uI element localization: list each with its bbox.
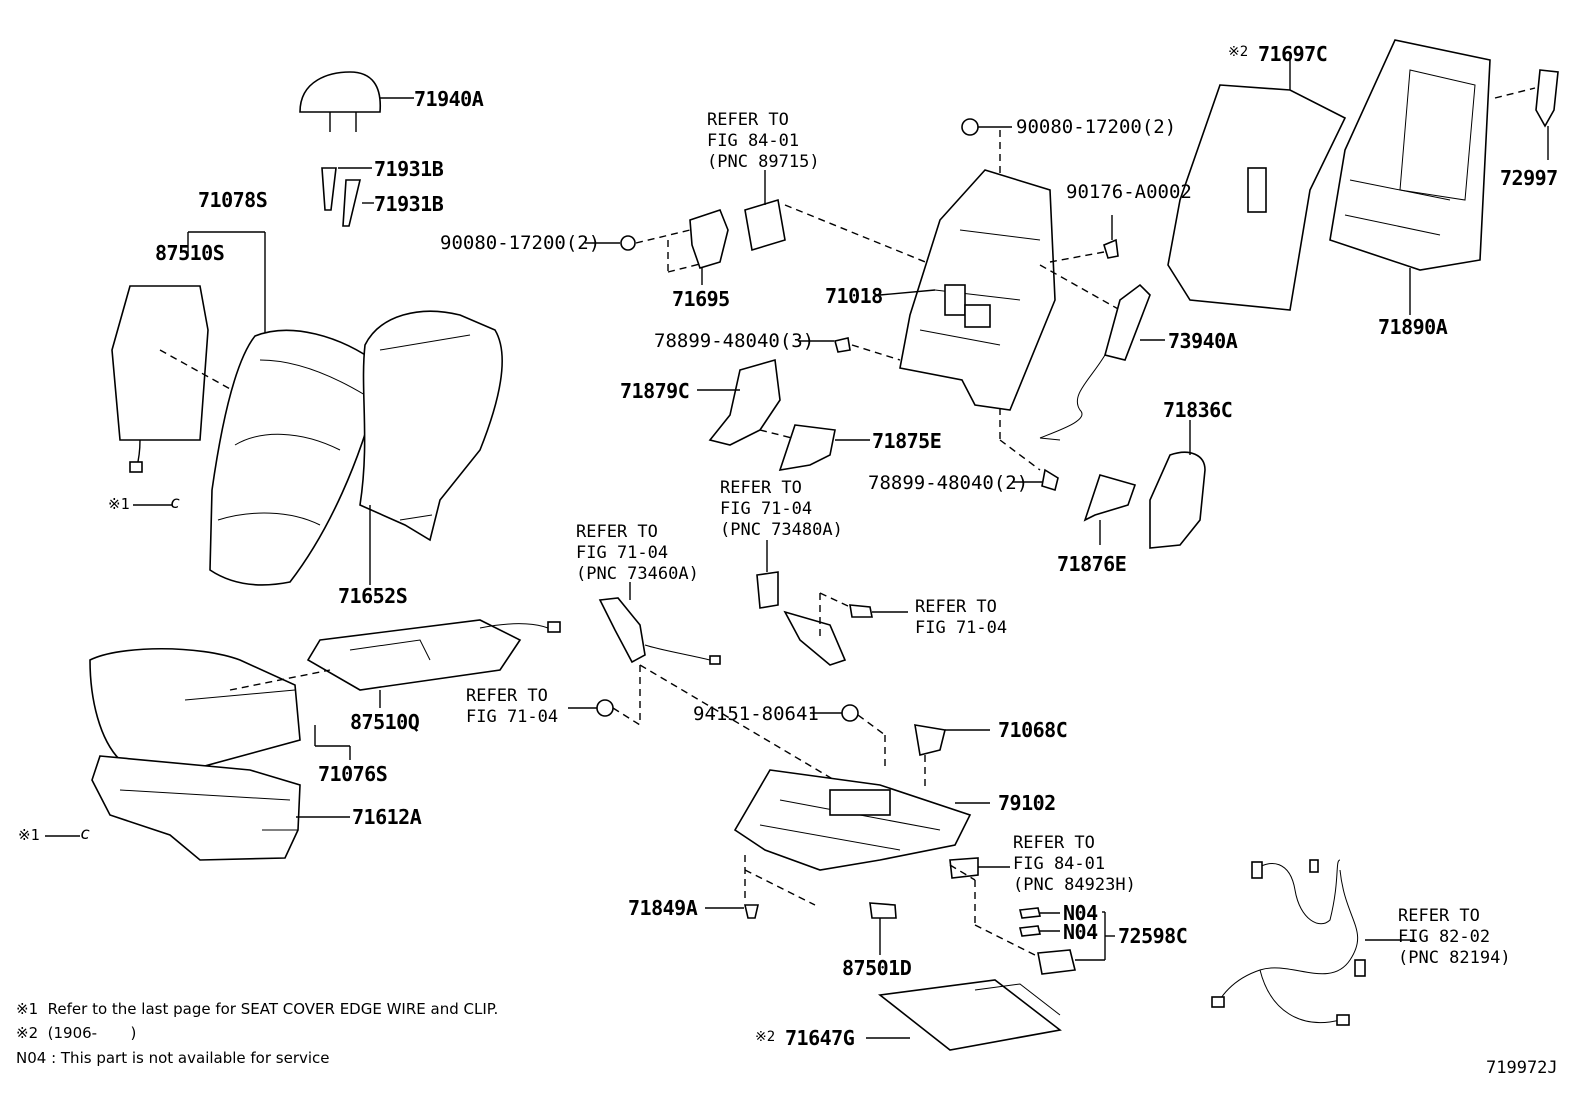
label-71068C: 71068C [998,718,1068,742]
label-90176: 90176-A0002 [1066,181,1192,203]
ref-fig-71-04-bolt[interactable]: REFER TO FIG 71-04 [915,597,1008,638]
label-79102: 79102 [998,791,1056,815]
label-71652S: 71652S [338,584,408,608]
label-N04-upper: N04 [1063,901,1098,925]
label-87501D: 87501D [842,956,912,980]
label-90080-top: 90080-17200(2) [1016,116,1177,138]
label-71695: 71695 [672,287,730,311]
ref-fig-71-04-pnc-73460A[interactable]: REFER TO FIG 71-04 (PNC 73460A) [576,522,699,584]
label-94151: 94151-80641 [693,703,819,725]
seatback-board [1167,84,1347,311]
seatback-frame-cover [359,310,504,542]
mark-x2-71647G: ※2 [755,1029,776,1045]
label-71647G: 71647G [785,1026,855,1050]
label-71876E: 71876E [1057,552,1127,576]
footnote-2: ※2 (1906- ) [16,1024,137,1042]
label-87510Q: 87510Q [350,710,420,734]
label-71078S: 71078S [198,188,268,212]
label-71890A: 71890A [1378,315,1448,339]
label-71875E: 71875E [872,429,942,453]
footnote-1: ※1 Refer to the last page for SEAT COVER… [16,1000,499,1018]
label-N04-lower: N04 [1063,920,1098,944]
label-73940A: 73940A [1168,329,1238,353]
mark-x1-cushion: ※1 [18,826,40,844]
headrest-guides [321,167,374,227]
clip-symbol-cushion: c [80,824,91,844]
label-71836C: 71836C [1163,398,1233,422]
label-71018: 71018 [825,284,883,308]
label-71879C: 71879C [620,379,690,403]
seat-cushion-pad [91,755,301,861]
seatback-frame [899,169,1056,411]
label-90080-left: 90080-17200(2) [440,232,601,254]
side-airbag [1039,283,1151,441]
ref-fig-82-02-pnc-82194[interactable]: REFER TO FIG 82-02 (PNC 82194) [1398,906,1511,968]
label-71931B-lower: 71931B [374,192,444,216]
seat-track [733,769,972,871]
label-78899-3: 78899-48040(3) [654,330,815,352]
ref-fig-84-01-pnc-84923H[interactable]: REFER TO FIG 84-01 (PNC 84923H) [1013,833,1136,895]
label-87510S: 87510S [155,241,225,265]
label-71612A: 71612A [352,805,422,829]
ref-fig-71-04-nut[interactable]: REFER TO FIG 71-04 [466,686,559,727]
wire-harness [1211,859,1366,1026]
headrest [299,71,414,132]
seat-cushion-heater [306,619,561,691]
label-71849A: 71849A [628,896,698,920]
seatback-panel [1329,39,1491,271]
seat-cushion-cover [89,648,331,771]
ref-fig-71-04-pnc-73480A[interactable]: REFER TO FIG 71-04 (PNC 73480A) [720,478,843,540]
footnote-3: N04 : This part is not available for ser… [16,1049,330,1067]
label-71931B-upper: 71931B [374,157,444,181]
label-71940A: 71940A [414,87,484,111]
figure-id: 719972J [1486,1058,1558,1078]
mark-x2-71697C: ※2 [1228,44,1249,60]
seatback-cushion [209,329,381,586]
label-72598C: 72598C [1118,924,1188,948]
label-78899-2: 78899-48040(2) [868,472,1029,494]
label-72997: 72997 [1500,166,1558,190]
label-71076S: 71076S [318,762,388,786]
seatback-heater [111,285,233,473]
clip-symbol-seatback: c [170,493,181,513]
label-71697C: 71697C [1258,42,1328,66]
mark-x1-seatback: ※1 [108,495,130,513]
ref-fig-84-01-pnc-89715[interactable]: REFER TO FIG 84-01 (PNC 89715) [707,110,820,172]
